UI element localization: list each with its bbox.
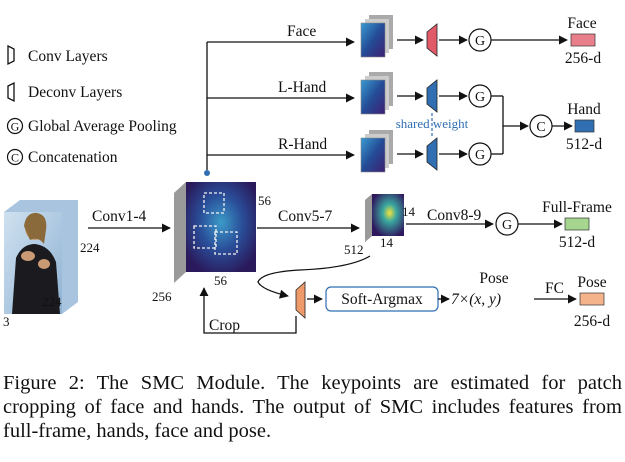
person-hand-left (21, 251, 35, 261)
concat-legend-symbol: C (11, 151, 19, 165)
lhand-crop-box (193, 225, 217, 249)
face-patch-front (360, 22, 386, 58)
rhand-patch-front (360, 137, 386, 173)
conv1-4-label: Conv1-4 (92, 208, 147, 225)
pose-coord-label: 7×(x, y) (451, 291, 501, 308)
face-output-box (570, 33, 596, 47)
lhand-gap-symbol: G (475, 90, 485, 105)
pose-curve-arrow (257, 255, 371, 299)
fc-label: FC (545, 280, 564, 297)
gap-legend-icon (6, 117, 24, 135)
figure-caption: Figure 2: The SMC Module. The keypoints … (3, 372, 622, 442)
rhand-patch-stack (360, 130, 393, 173)
lhand-branch-label: L-Hand (278, 79, 326, 96)
pose-mid-label: Pose (479, 270, 508, 287)
legend: Conv Layers Deconv Layers G Global Avera… (6, 44, 177, 166)
hand-concat-symbol: C (536, 120, 545, 135)
shared-weight-label: shared weight (396, 116, 469, 131)
input-channel-label: 3 (3, 314, 10, 329)
feature-map-1-width-label: 56 (258, 193, 272, 208)
face-output-dim: 256-d (565, 50, 601, 67)
input-width-label: 224 (42, 294, 62, 309)
rhand-gap-symbol: G (475, 148, 485, 163)
conv-layer-legend-icon (7, 44, 15, 66)
full-frame-output-box (564, 217, 590, 231)
face-branch-label: Face (287, 23, 316, 40)
soft-argmax-label: Soft-Argmax (341, 291, 423, 308)
conv5-7-label: Conv5-7 (278, 208, 333, 225)
rhand-crop-box (214, 231, 238, 255)
feature-map-2 (365, 194, 404, 242)
legend-concat-label: Concatenation (28, 149, 118, 166)
pose-deconv-icon (295, 281, 306, 319)
legend-deconv-label: Deconv Layers (28, 84, 122, 101)
hand-output-dim: 512-d (566, 136, 602, 153)
branch-point (204, 170, 210, 176)
rhand-branch-label: R-Hand (278, 136, 327, 153)
feature-map-2-left (365, 194, 372, 242)
person-hand-right (38, 259, 50, 269)
face-patch-stack (360, 15, 393, 58)
feature-map-1-front (186, 182, 256, 272)
feature-map-2-width-label: 14 (402, 204, 416, 219)
lhand-deconv-icon (426, 79, 438, 113)
lhand-patch-front (360, 79, 386, 115)
crop-feedback-arrow (199, 287, 297, 334)
input-height-label: 224 (80, 240, 100, 255)
rhand-deconv-icon (426, 137, 438, 171)
hand-output-label: Hand (567, 101, 601, 118)
full-frame-output-dim: 512-d (559, 234, 595, 251)
hand-output-box (574, 119, 595, 133)
face-deconv-icon (426, 23, 438, 57)
feature-map-1-channel-label: 256 (152, 289, 172, 304)
feature-map-2-channel-label: 512 (344, 242, 364, 257)
pose-output-label: Pose (577, 274, 606, 291)
face-gap-symbol: G (475, 34, 485, 49)
concat-legend-icon (6, 148, 24, 166)
full-frame-output-label: Full-Frame (542, 199, 612, 216)
crop-label: Crop (209, 317, 240, 334)
feature-map-1 (174, 182, 256, 283)
input-frame (4, 200, 78, 314)
gap-legend-symbol: G (11, 120, 20, 134)
full-frame-gap-symbol: G (502, 218, 512, 233)
feature-map-2-front (372, 194, 404, 236)
legend-gap-label: Global Average Pooling (28, 118, 177, 135)
lhand-patch-stack (360, 72, 393, 115)
feature-map-1-height-label: 56 (214, 273, 228, 288)
pose-output-dim: 256-d (574, 313, 610, 330)
deconv-layer-legend-icon (7, 81, 15, 103)
face-crop-box (203, 192, 225, 214)
legend-conv-label: Conv Layers (28, 48, 108, 65)
pose-output-box (579, 292, 605, 306)
person-hair (24, 212, 47, 244)
face-output-label: Face (567, 15, 596, 32)
feature-map-1-left (174, 182, 186, 283)
conv8-9-label: Conv8-9 (427, 207, 482, 224)
feature-map-2-height-label: 14 (380, 235, 394, 250)
smc-module-diagram: Conv Layers Deconv Layers G Global Avera… (3, 15, 612, 334)
